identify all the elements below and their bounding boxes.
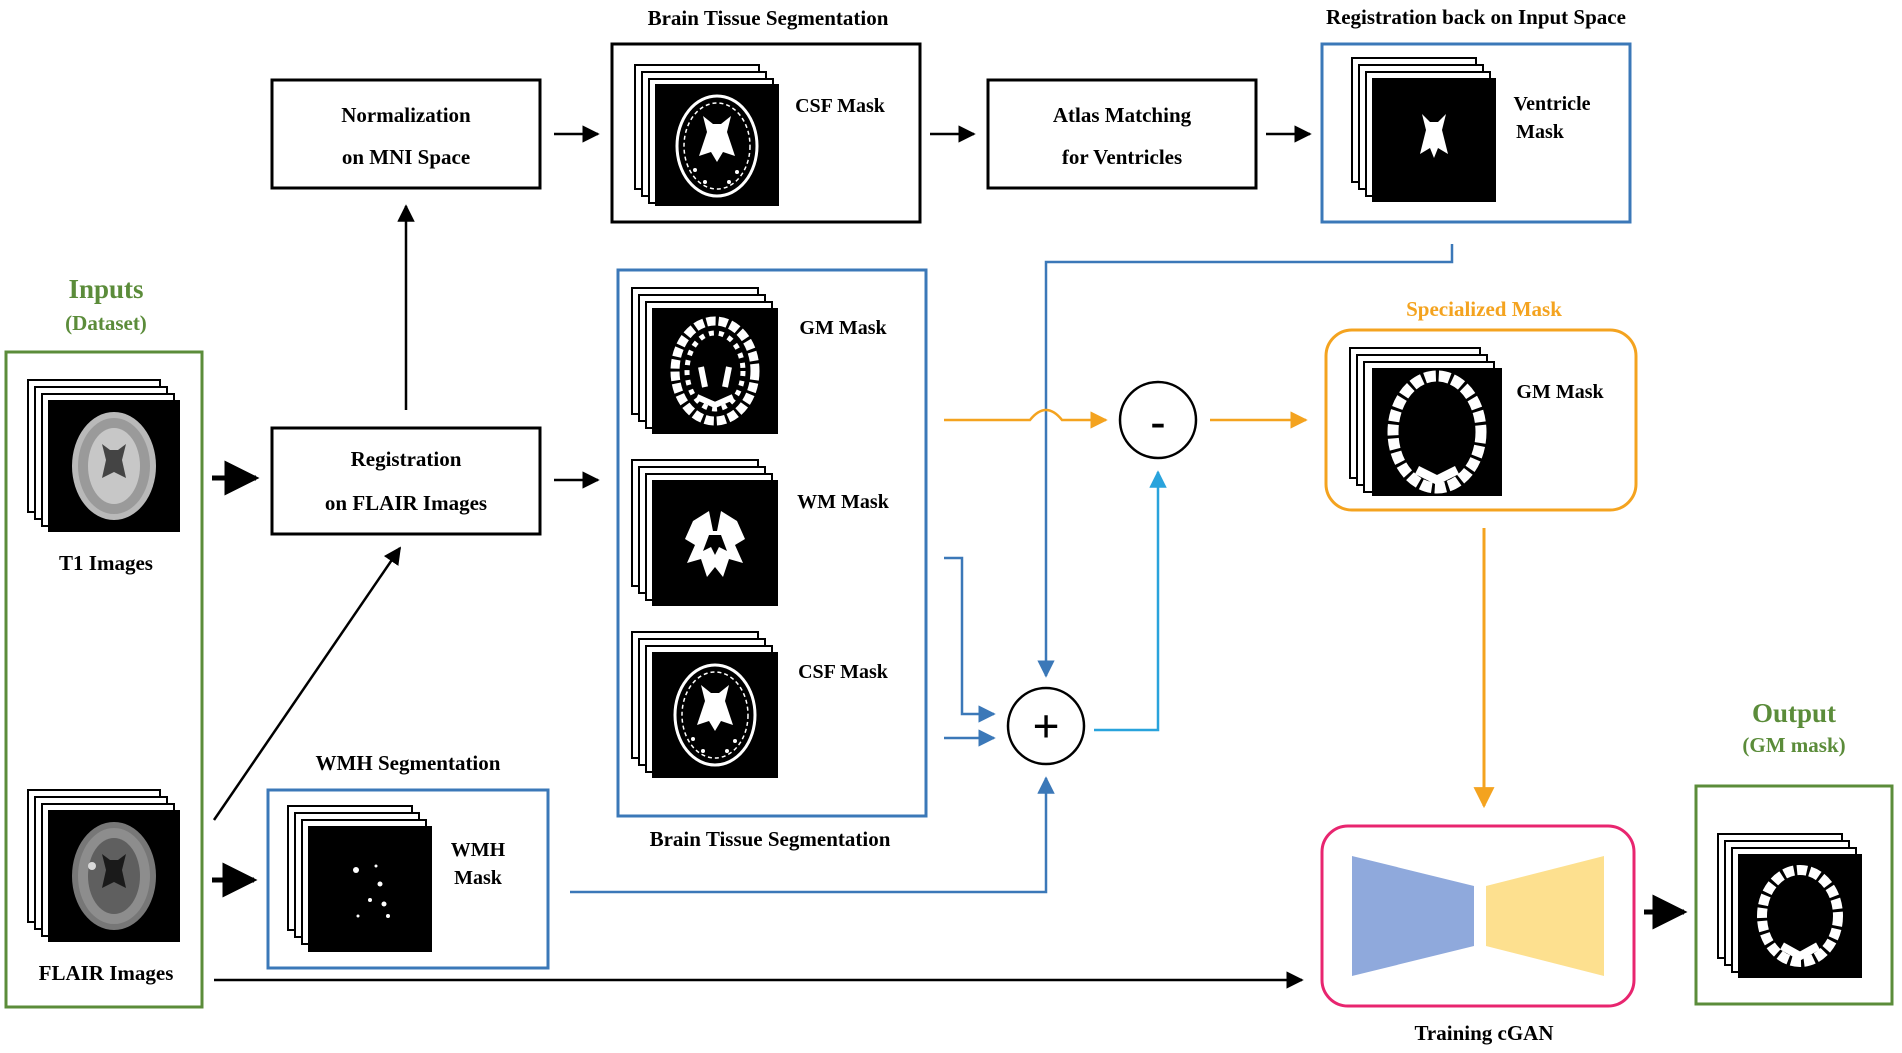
t1-label: T1 Images <box>59 551 153 575</box>
wmh-mask-line1: WMH <box>451 839 506 861</box>
gm-mask-label: GM Mask <box>799 317 887 339</box>
inputs-subtitle: (Dataset) <box>65 311 147 335</box>
minus-operator: - <box>1118 380 1198 460</box>
output-title: Output <box>1752 698 1836 728</box>
wmh-title: WMH Segmentation <box>316 751 501 775</box>
ventricle-mask-stack <box>1351 57 1496 202</box>
arrow-flair-to-registration <box>212 546 402 821</box>
wmh-mask-stack <box>287 805 432 952</box>
normalization-line2: on MNI Space <box>342 145 470 169</box>
arrow-ventricle-to-plus <box>1037 244 1454 678</box>
top-csf-mask-label: CSF Mask <box>795 95 886 117</box>
training-title: Training cGAN <box>1414 1021 1553 1045</box>
decoder-shape <box>1486 856 1604 976</box>
registration-box <box>270 426 542 536</box>
output-mask-stack <box>1717 833 1862 978</box>
atlas-line2: for Ventricles <box>1062 145 1182 169</box>
specialized-mask-label: GM Mask <box>1516 381 1604 403</box>
inputs-frame <box>4 350 204 1009</box>
atlas-box <box>986 78 1258 190</box>
csf-mask-stack <box>631 631 778 778</box>
specialized-mask-stack <box>1349 347 1502 496</box>
encoder-shape <box>1352 856 1474 976</box>
plus-symbol: + <box>1032 700 1059 753</box>
top-segmentation-title: Brain Tissue Segmentation <box>648 6 889 30</box>
registration-line1: Registration <box>351 447 462 471</box>
wm-mask-label: WM Mask <box>797 491 890 513</box>
arrow-wmh-to-plus <box>570 776 1055 894</box>
flair-label: FLAIR Images <box>39 961 174 985</box>
minus-symbol: - <box>1151 397 1166 446</box>
csf-mask-label: CSF Mask <box>798 661 889 683</box>
ventricle-mask-line2: Mask <box>1516 121 1565 143</box>
arrow-gm-to-minus <box>944 408 1108 429</box>
registration-line2: on FLAIR Images <box>325 491 487 515</box>
gm-mask-stack <box>631 287 778 434</box>
normalization-line1: Normalization <box>341 103 471 127</box>
ventricle-mask-line1: Ventricle <box>1513 93 1590 115</box>
wmh-mask-line2: Mask <box>454 867 503 889</box>
segmentation-title: Brain Tissue Segmentation <box>650 827 891 851</box>
registration-back-title: Registration back on Input Space <box>1326 5 1626 29</box>
t1-image-stack <box>27 379 180 532</box>
arrow-wm-to-plus <box>944 556 996 723</box>
arrow-plus-to-minus <box>1094 470 1167 732</box>
inputs-title: Inputs <box>68 274 143 304</box>
normalization-box <box>270 78 542 190</box>
plus-operator: + <box>1006 686 1086 766</box>
specialized-title: Specialized Mask <box>1406 297 1562 321</box>
top-csf-mask-stack <box>634 64 779 206</box>
flair-image-stack <box>27 789 180 942</box>
wm-mask-stack <box>631 459 778 606</box>
output-subtitle: (GM mask) <box>1742 733 1845 757</box>
atlas-line1: Atlas Matching <box>1053 103 1192 127</box>
